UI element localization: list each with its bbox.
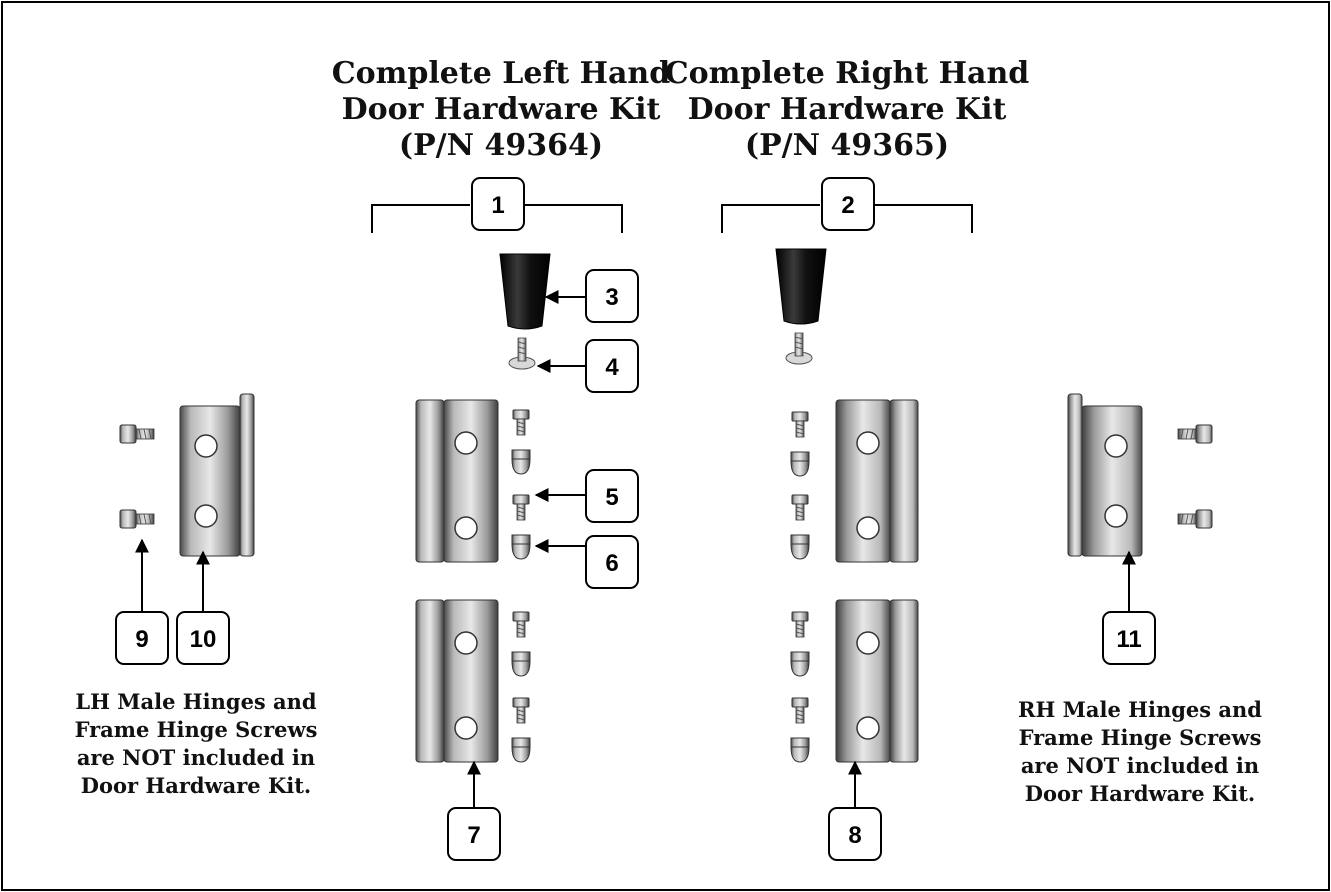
callout-4: 4 <box>605 354 619 381</box>
callout-5: 5 <box>605 484 618 511</box>
right-door-hinge-lower <box>835 599 919 763</box>
callout-box-3 <box>585 269 639 323</box>
callout-box-8 <box>828 807 882 861</box>
callout-10: 10 <box>190 626 217 653</box>
left-door-hinge-lower <box>415 599 499 763</box>
callout-box-1 <box>471 177 525 231</box>
callout-arrows <box>135 290 1136 808</box>
callout-box-2 <box>821 177 875 231</box>
right-door-hinge-upper <box>835 399 919 563</box>
left-kit-title-line-1: Complete Left Hand <box>331 56 671 91</box>
right-knob <box>775 248 827 325</box>
rh-note-line-3: are NOT included in <box>1020 753 1260 778</box>
right-kit-title-line-2: Door Hardware Kit <box>687 92 1007 127</box>
rh-note-line-4: Door Hardware Kit. <box>1024 781 1256 806</box>
callout-box-11 <box>1102 611 1156 665</box>
left-door-hinge-upper <box>415 399 499 563</box>
right-kit-title-line-1: Complete Right Hand <box>664 56 1030 91</box>
callout-6: 6 <box>605 550 618 577</box>
rh-note-line-1: RH Male Hinges and <box>1018 697 1262 722</box>
callout-2: 2 <box>841 192 854 219</box>
left-kit-title: Complete Left Hand Door Hardware Kit (P/… <box>316 56 686 164</box>
lh-note-line-2: Frame Hinge Screws <box>74 717 318 742</box>
callout-box-5 <box>585 469 639 523</box>
callout-box-9 <box>115 611 169 665</box>
rh-note-line-2: Frame Hinge Screws <box>1018 725 1262 750</box>
left-kit-title-line-3: (P/N 49364) <box>398 128 604 163</box>
lh-male-hinge <box>179 393 255 557</box>
callout-3: 3 <box>605 284 618 311</box>
callout-7: 7 <box>467 822 480 849</box>
callout-9: 9 <box>135 626 148 653</box>
left-knob <box>499 253 551 330</box>
left-kit-bracket <box>371 204 623 233</box>
left-kit-title-line-2: Door Hardware Kit <box>341 92 661 127</box>
callout-1: 1 <box>491 192 504 219</box>
rh-male-hinge <box>1067 393 1143 557</box>
callout-box-10 <box>176 611 230 665</box>
callout-11: 11 <box>1116 626 1141 653</box>
callout-8: 8 <box>848 822 861 849</box>
lh-not-included-note: LH Male Hinges and Frame Hinge Screws ar… <box>36 688 356 800</box>
callout-box-4 <box>585 339 639 393</box>
lh-note-line-4: Door Hardware Kit. <box>80 773 312 798</box>
lh-note-line-1: LH Male Hinges and <box>75 689 317 714</box>
right-kit-title-line-3: (P/N 49365) <box>744 128 950 163</box>
right-kit-bracket <box>721 204 973 233</box>
callout-box-6 <box>585 535 639 589</box>
right-kit-title: Complete Right Hand Door Hardware Kit (P… <box>662 56 1032 164</box>
callout-box-7 <box>447 807 501 861</box>
rh-not-included-note: RH Male Hinges and Frame Hinge Screws ar… <box>980 696 1300 808</box>
lh-note-line-3: are NOT included in <box>76 745 316 770</box>
